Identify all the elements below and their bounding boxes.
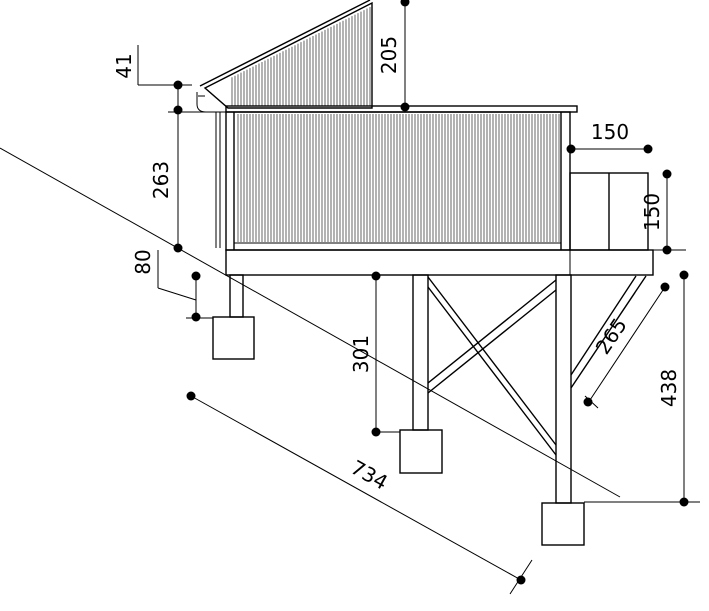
footing-left [212, 316, 255, 360]
roof [199, 0, 373, 109]
strut-a [570, 275, 637, 376]
roof-top-edge [199, 0, 371, 87]
dim-301-end-bottom [371, 427, 381, 437]
dim-80-end-top [191, 271, 201, 281]
dim-438-end-bottom [679, 497, 689, 507]
dim-150-vertical: 150 [640, 169, 686, 255]
wall-outline [225, 111, 571, 251]
dim-265-end-bottom [583, 397, 593, 407]
wall-cladding [237, 114, 560, 242]
dim-301-label: 301 [349, 335, 373, 373]
ground-slope-line [0, 147, 621, 498]
dim-265-end-top [660, 282, 670, 292]
dim-301-end-top [371, 271, 381, 281]
dim-438-end-top [679, 270, 689, 280]
dim-150-horizontal: 150 [566, 112, 653, 158]
dim-438: 438 [584, 270, 700, 507]
dim-438-label: 438 [657, 369, 681, 407]
dim-301: 301 [349, 271, 400, 437]
roof-gable-outline [203, 1, 373, 109]
dim-734-label: 734 [347, 455, 392, 495]
dim-150h-end-left [566, 144, 576, 154]
dim-205: 205 [377, 0, 410, 112]
right-post [555, 274, 572, 504]
dim-205-end-bottom [400, 102, 410, 112]
footing-right [541, 502, 585, 546]
dim-263: 263 [149, 111, 226, 253]
dim-263-label: 263 [149, 161, 173, 199]
dim-734-line [190, 395, 522, 581]
dim-734-end-left [186, 391, 196, 401]
dim-150h-end-right [643, 144, 653, 154]
brace-2a [427, 279, 557, 384]
floor-platform [225, 249, 654, 276]
roof-hatching [231, 7, 371, 106]
strut-b [570, 275, 647, 389]
middle-post [412, 274, 429, 431]
side-box [569, 172, 649, 251]
dim-41-end-top [173, 80, 183, 90]
floor-beam [225, 249, 654, 276]
dim-734: 734 [186, 391, 533, 595]
gutter-downpipe [196, 92, 221, 248]
dim-80-leader-2 [157, 287, 197, 301]
dim-80: 80 [131, 249, 213, 322]
footing-middle [399, 429, 443, 474]
brace-1b [427, 286, 557, 456]
dim-734-end-right [516, 575, 526, 585]
dim-263-end-bottom [173, 243, 183, 253]
dim-41-label: 41 [112, 53, 136, 78]
dim-265-line [589, 286, 666, 401]
dim-205-label: 205 [377, 36, 401, 74]
dim-80-label: 80 [131, 249, 155, 274]
gutter [196, 92, 218, 113]
dim-205-end-top [400, 0, 410, 7]
dim-41: 41 [112, 45, 192, 115]
dim-80-end-bottom [191, 312, 201, 322]
wall [225, 111, 571, 251]
dim-150v-label: 150 [640, 193, 664, 231]
dim-265-label: 265 [591, 314, 632, 359]
brace-2b [427, 289, 557, 394]
cross-bracing [427, 275, 647, 456]
dim-150h-label: 150 [591, 120, 629, 144]
dim-150v-end-bottom [662, 245, 672, 255]
dim-150v-end-top [662, 169, 672, 179]
brace-1a [427, 276, 557, 446]
footings [212, 316, 585, 546]
